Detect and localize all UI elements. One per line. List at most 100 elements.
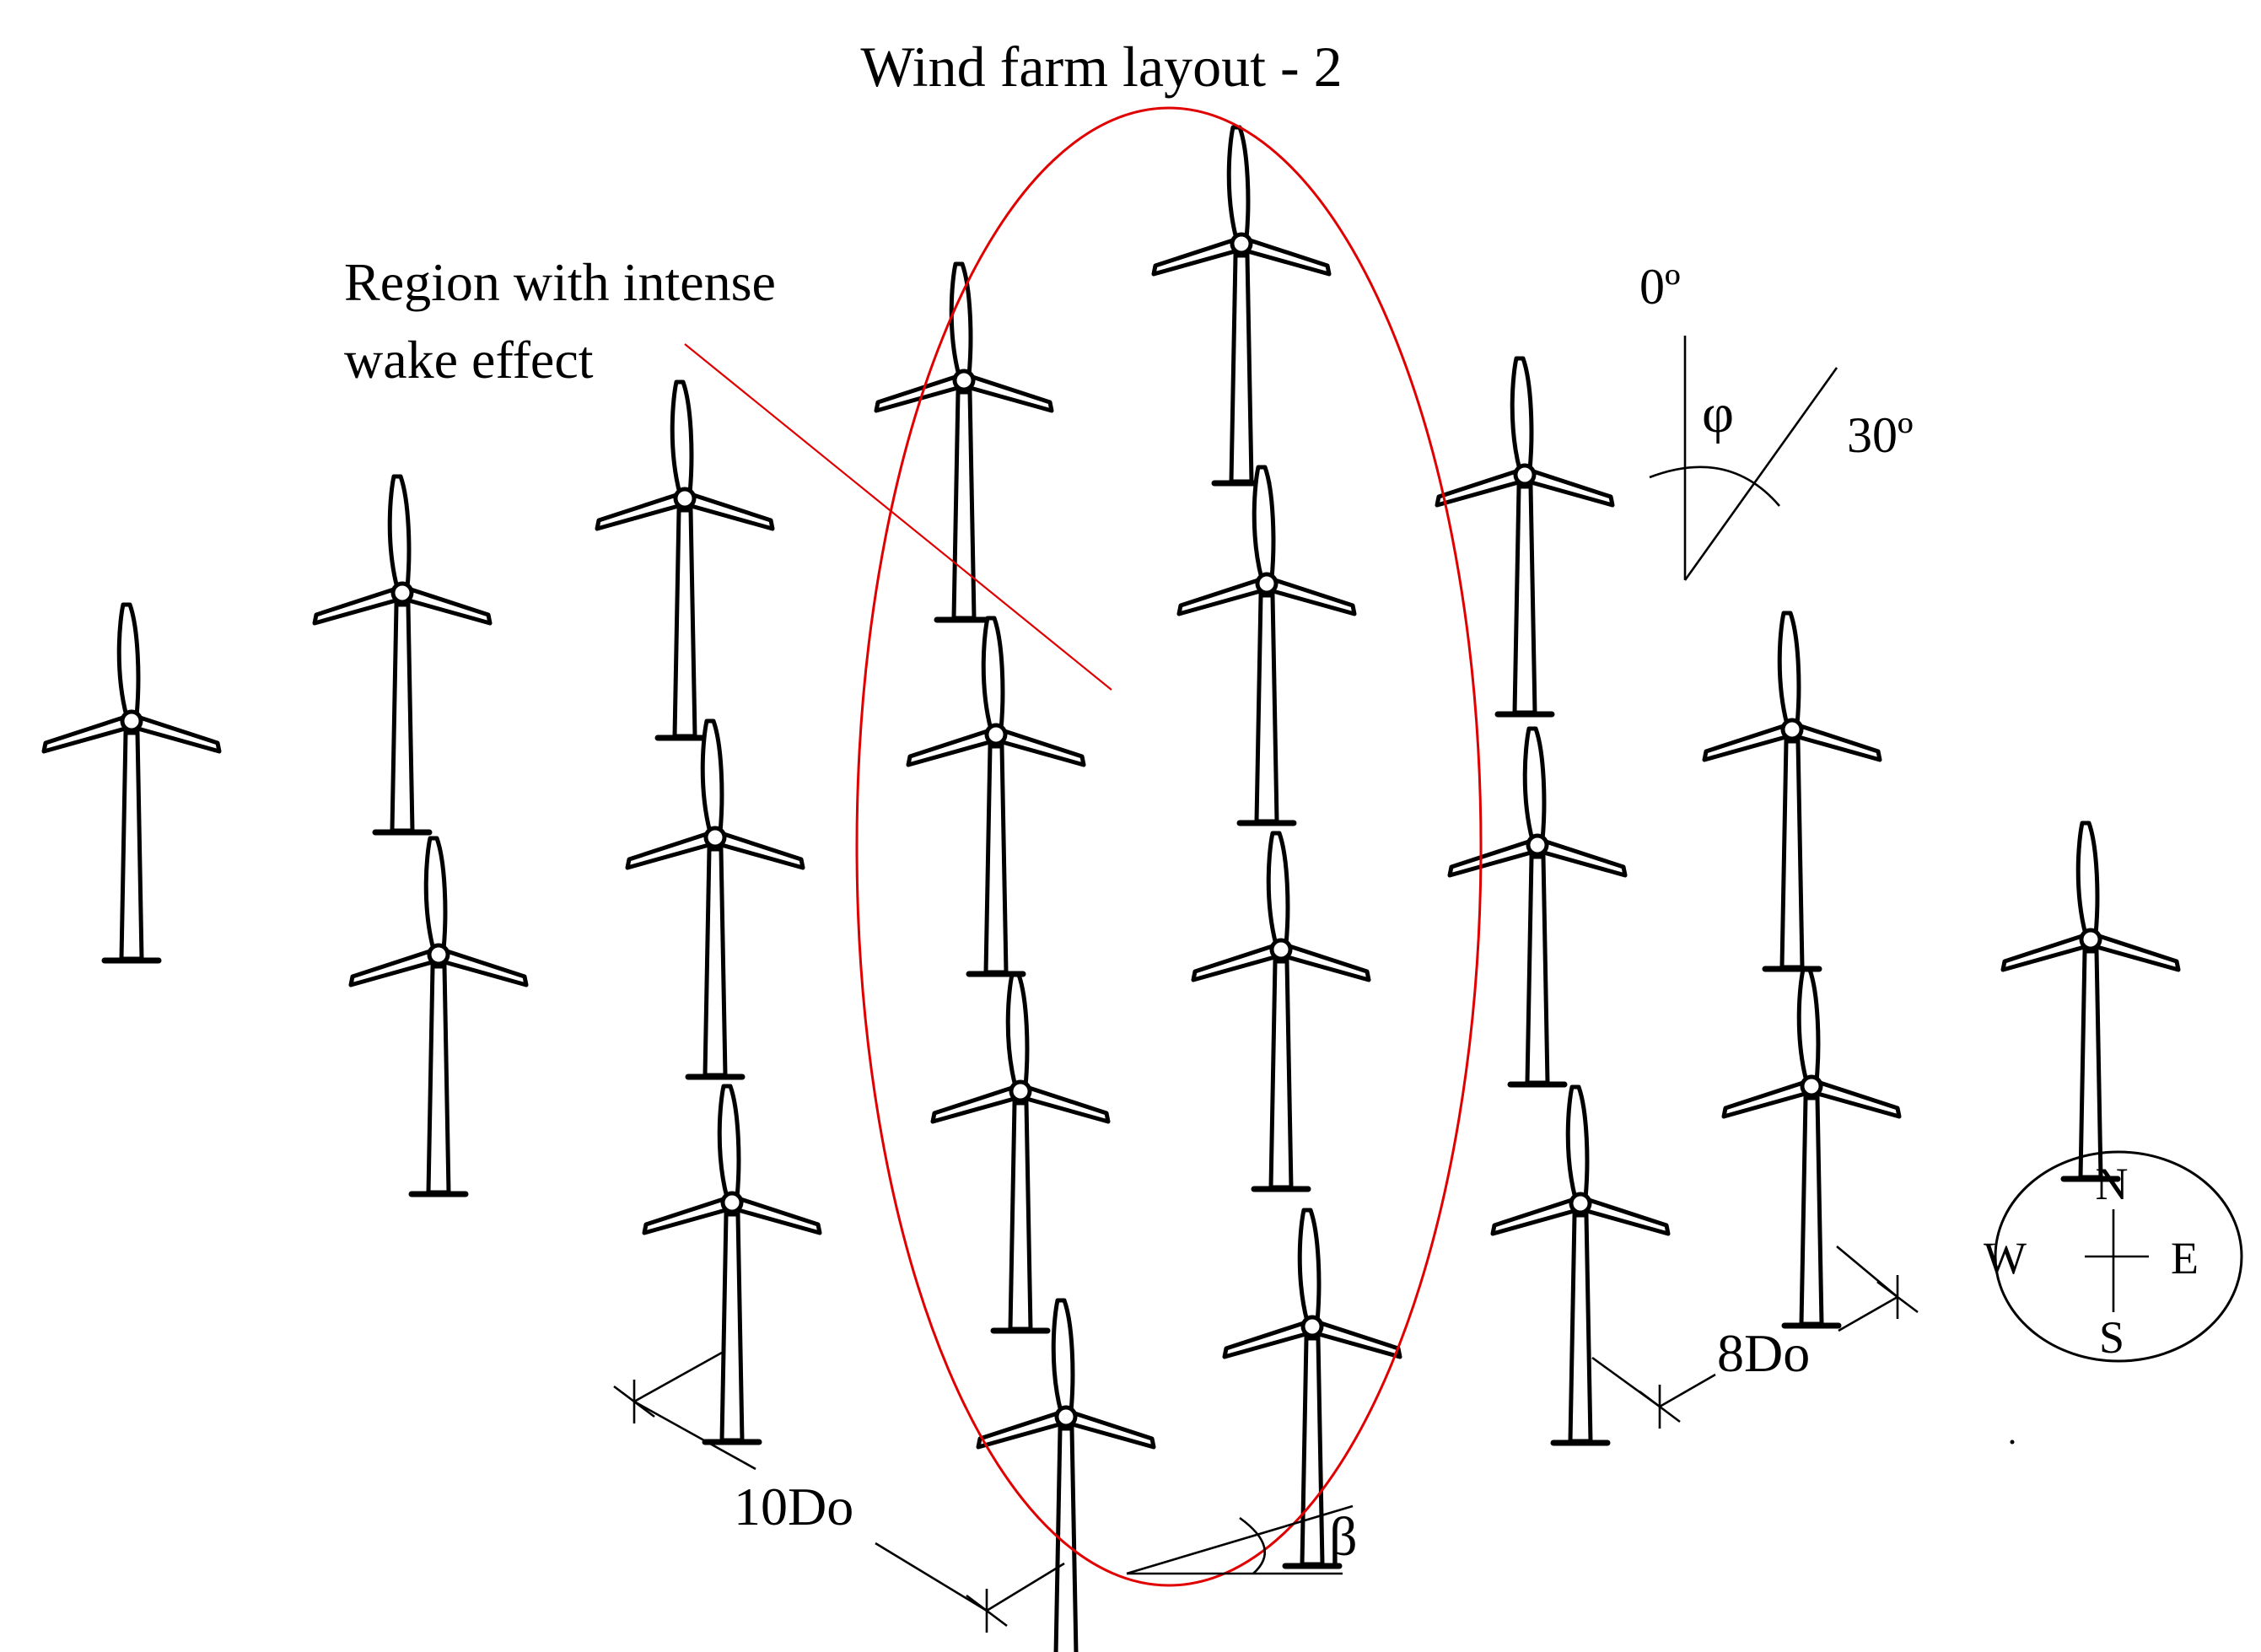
turbine-tower [1053, 1426, 1079, 1652]
turbine-tower [2078, 949, 2103, 1180]
turbine-blade-right [1812, 1079, 1902, 1119]
turbine-blade-up [717, 1084, 741, 1200]
compass-south-label: S [2099, 1312, 2124, 1363]
turbine-tower [426, 964, 451, 1195]
phi-symbol: φ [1702, 383, 1734, 444]
turbine-blade-up [387, 474, 412, 590]
turbine-tower [672, 508, 697, 739]
turbine-blade-left [1435, 467, 1524, 508]
row-dim-extension-upper [633, 1351, 723, 1403]
turbine-hub [984, 723, 1008, 746]
turbine-tower [703, 847, 728, 1078]
col-dim-tick-left [1639, 1385, 1681, 1429]
column-spacing-label: 8Do [1717, 1323, 1810, 1383]
turbine-blade-up [1510, 356, 1534, 472]
turbine-blade-left [1222, 1319, 1311, 1359]
turbine-tower [1268, 959, 1294, 1190]
turbine-blade-up [1565, 1084, 1590, 1201]
turbine-tower [1008, 1100, 1033, 1332]
turbine-blade-up [1266, 831, 1290, 947]
turbine-blade-left [1151, 236, 1241, 277]
turbine-tower [951, 390, 977, 621]
turbine-blade-up [2075, 821, 2100, 937]
beta-angle-indicator [1126, 1504, 1354, 1575]
turbine-blade-right [1021, 1084, 1111, 1124]
wake-annotation-line2: wake effect [344, 330, 594, 390]
wind-turbine-icon [1435, 356, 1615, 718]
turbine-blade-right [132, 713, 222, 754]
turbine-hub [1569, 1192, 1592, 1215]
wind-turbine-icon [976, 1298, 1156, 1652]
turbine-tower [1568, 1213, 1593, 1444]
turbine-blade-up [981, 616, 1005, 732]
wind-turbine-icon [41, 602, 222, 964]
row-dim-line-upper [633, 1400, 756, 1471]
turbine-blade-left [1702, 722, 1791, 762]
turbine-blade-up [1226, 125, 1251, 241]
turbine-hub [1800, 1074, 1823, 1098]
turbine-blade-left [625, 830, 714, 870]
turbine-blade-right [1538, 837, 1628, 878]
phi-angle-indicator [1649, 336, 1838, 581]
wake-annotation-line1: Region with intense [344, 252, 776, 312]
row-spacing-dimension [613, 1351, 1065, 1633]
turbine-blade-right [686, 491, 775, 531]
turbine-hub [703, 826, 727, 849]
turbine-hub [1230, 232, 1253, 256]
turbine-blade-up [670, 379, 694, 496]
turbine-blade-left [2000, 932, 2090, 972]
turbine-hub [1780, 718, 1804, 741]
turbine-blade-right [1067, 1409, 1156, 1450]
wind-turbine-icon [625, 718, 805, 1080]
turbine-hub [1300, 1315, 1324, 1338]
turbine-blade-left [1176, 576, 1266, 616]
beta-symbol: β [1329, 1506, 1358, 1568]
beta-inclined-line [1126, 1504, 1354, 1575]
phi-arc [1649, 465, 1780, 507]
wake-region-ellipse [855, 106, 1483, 1587]
col-dim-tick-right [1876, 1275, 1919, 1319]
row-spacing-label: 10Do [734, 1477, 853, 1536]
turbine-hub [427, 943, 450, 966]
turbine-blade-right [1526, 467, 1615, 508]
wind-turbine-icon [1447, 726, 1628, 1088]
turbine-tower [119, 730, 144, 961]
wind-turbine-icon [348, 836, 529, 1197]
wind-turbine-icon [312, 474, 493, 836]
turbine-hub [720, 1191, 744, 1214]
compass-north-label: N [2096, 1159, 2129, 1209]
wind-turbine-icon [906, 616, 1086, 977]
turbine-hub [390, 581, 414, 605]
compass-circle [1994, 1150, 2243, 1363]
turbine-blade-right [1268, 576, 1357, 616]
wind-turbine-icon [874, 261, 1054, 623]
wind-turbine-icon [595, 379, 775, 741]
turbine-tower [719, 1212, 745, 1443]
turbine-blade-left [642, 1195, 731, 1235]
turbine-tower [983, 744, 1009, 975]
compass-west-label: W [1984, 1233, 2027, 1283]
turbine-blade-up [1252, 465, 1276, 581]
compass-rose [1994, 1150, 2243, 1363]
turbine-hub [673, 487, 697, 510]
turbine-hub [1255, 572, 1279, 595]
zero-degree-label: 0º [1639, 259, 1681, 315]
turbine-blade-right [1282, 942, 1371, 982]
row-dim-tick-upper [613, 1380, 655, 1423]
row-dim-tick-lower [966, 1589, 1008, 1633]
stray-dot [2010, 1439, 2015, 1445]
compass-east-label: E [2171, 1233, 2199, 1283]
col-dim-line-right [1838, 1295, 1898, 1332]
turbine-hub [1054, 1405, 1078, 1429]
turbine-hub [2079, 928, 2102, 951]
turbine-blade-left [1191, 942, 1280, 982]
row-dim-extension-lower [986, 1562, 1065, 1612]
turbine-blade-right [2091, 932, 2181, 972]
turbine-blade-right [403, 585, 493, 626]
turbine-blade-left [348, 947, 438, 987]
turbine-blade-up [1522, 726, 1547, 842]
turbine-blade-right [439, 947, 529, 987]
turbine-blade-right [965, 373, 1054, 413]
thirty-degree-line [1683, 367, 1838, 581]
